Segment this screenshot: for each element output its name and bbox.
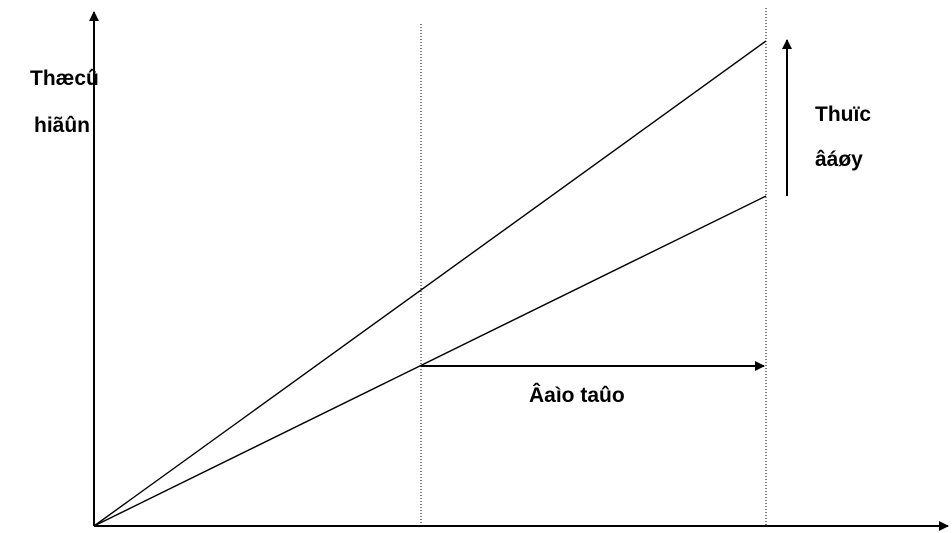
vertical-arrow-label-line2: âáøy <box>815 148 863 171</box>
horizontal-arrow-label: Âaìo taûo <box>529 384 625 407</box>
upper-diagonal-line <box>93 40 767 527</box>
y-axis-label-line1: Thæcû <box>30 67 99 90</box>
vertical-arrow-label-line1: Thuïc <box>815 103 871 126</box>
y-axis-label-line2: hiãûn <box>34 114 90 137</box>
lower-diagonal-line <box>93 195 767 527</box>
